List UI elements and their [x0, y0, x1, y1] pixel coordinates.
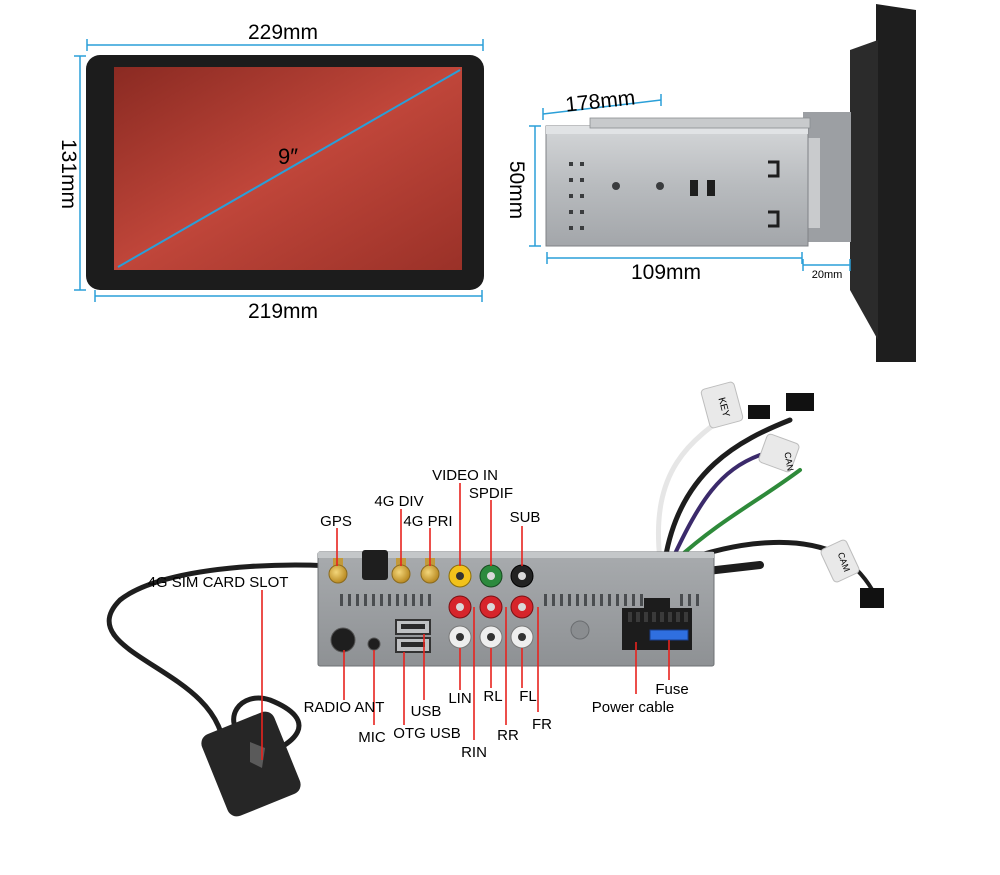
chassis-depth-label: 109mm [631, 261, 701, 284]
rca-rl-white [479, 625, 503, 649]
dim-line-depth [542, 99, 662, 115]
label-gps: GPS [320, 513, 352, 530]
usb-port-tongue [401, 624, 425, 629]
label-fl: FL [519, 688, 537, 705]
connector-latch [644, 598, 670, 610]
side-view: 178mm 50mm 109mm 20mm [505, 4, 916, 362]
label-sub: SUB [510, 509, 541, 526]
label-sim-slot: 4G SIM CARD SLOT [148, 574, 289, 591]
otg-usb-port-tongue [401, 642, 425, 647]
label-4g-div: 4G DIV [374, 493, 423, 510]
rca-sub [510, 564, 534, 588]
gps-antenna-port [328, 558, 348, 584]
rear-panel-view: KEY CAN CAM [106, 381, 884, 817]
label-mic: MIC [358, 729, 386, 746]
cable-tag-can: CAN [758, 433, 800, 473]
label-power-cable: Power cable [592, 699, 675, 716]
chassis-hole [612, 182, 620, 190]
svg-text:KEY: KEY [716, 396, 732, 418]
label-rin: RIN [461, 744, 487, 761]
mic-port [367, 637, 381, 651]
bottom-width-label: 219mm [248, 300, 318, 323]
bracket-plate [806, 138, 820, 228]
label-spdif: SPDIF [469, 485, 513, 502]
rca-rin-red [448, 595, 472, 619]
side-chassis [545, 125, 809, 247]
cable-tag-key: KEY [700, 381, 744, 429]
front-view: 9″ 229mm 131mm 219mm [57, 21, 484, 323]
chassis-vents [569, 162, 584, 230]
side-front-panel [876, 4, 916, 362]
side-panel-edge [850, 40, 878, 340]
chassis-clip [768, 160, 780, 178]
label-otg-usb: OTG USB [393, 725, 461, 742]
rca-fr-red [510, 595, 534, 619]
label-rr: RR [497, 727, 519, 744]
chassis-slot [690, 180, 698, 196]
rca-fl-white [510, 625, 534, 649]
radio-antenna-port [330, 627, 356, 653]
svg-text:CAN: CAN [782, 451, 795, 471]
chassis-hole [656, 182, 664, 190]
depth-top-label: 178mm [564, 86, 636, 116]
panel-depth-label: 20mm [812, 269, 843, 281]
rear-chassis-rim [318, 552, 714, 558]
port-labels: GPS 4G DIV 4G PRI VIDEO IN SPDIF SUB 4G … [148, 467, 689, 761]
sim-cable-connector [362, 550, 388, 580]
label-radio-ant: RADIO ANT [304, 699, 385, 716]
label-usb: USB [411, 703, 442, 720]
chassis-clip [768, 210, 780, 228]
rca-lin-white [448, 625, 472, 649]
label-lin: LIN [448, 690, 471, 707]
label-rl: RL [483, 688, 502, 705]
screen-diagonal-line [117, 69, 461, 268]
rca-video-in [448, 564, 472, 588]
callout-lines [261, 483, 670, 760]
label-4g-pri: 4G PRI [403, 513, 452, 530]
harness-connector [748, 405, 770, 419]
rear-screw [570, 620, 590, 640]
harness-connector [786, 393, 814, 411]
chassis-slot [707, 180, 715, 196]
side-height-label: 50mm [505, 161, 528, 219]
sim-card-slot-module [201, 711, 301, 817]
label-fuse: Fuse [655, 681, 688, 698]
screen-diagonal-label: 9″ [278, 144, 298, 169]
cable-tag-cam: CAM [820, 539, 860, 583]
front-height-label: 131mm [57, 139, 80, 209]
label-fr: FR [532, 716, 552, 733]
harness-connector [860, 588, 884, 608]
chassis-rim [546, 126, 808, 134]
connector-pins [628, 612, 688, 622]
fuse [649, 629, 689, 641]
sim-cable [106, 562, 381, 765]
power-cable-connector [622, 608, 692, 650]
chassis-top-lip [589, 117, 811, 129]
front-width-label: 229mm [248, 21, 318, 44]
label-video-in: VIDEO IN [432, 467, 498, 484]
rca-rr-red [479, 595, 503, 619]
rca-spdif [479, 564, 503, 588]
rear-vents [340, 594, 699, 606]
